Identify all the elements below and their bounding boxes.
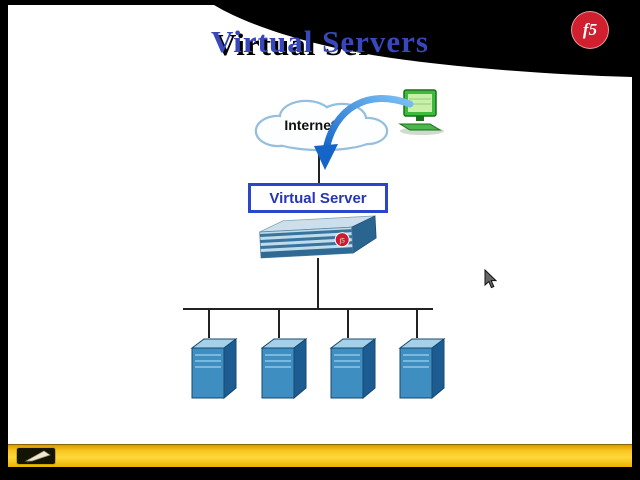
f5-logo-text: f5 — [582, 20, 598, 39]
mouse-cursor-icon — [484, 269, 498, 289]
drop-line — [416, 310, 418, 338]
server-tower — [260, 338, 308, 400]
drop-line — [278, 310, 280, 338]
virtual-server-box: Virtual Server — [248, 183, 388, 213]
virtual-server-label: Virtual Server — [269, 189, 367, 207]
connector-line — [317, 258, 319, 310]
server-tower — [190, 338, 238, 400]
page-title: Virtual Servers — [211, 24, 429, 59]
client-computer-icon — [398, 89, 444, 135]
appliance-f5-ball-text: f5 — [339, 237, 345, 245]
pencil-icon — [24, 450, 51, 463]
network-bus-line — [183, 308, 433, 310]
top-swoosh-shape — [214, 5, 632, 77]
pen-tool-button[interactable] — [16, 447, 56, 465]
drop-line — [347, 310, 349, 338]
server-tower — [329, 338, 377, 400]
f5-appliance-image: f5 — [259, 215, 377, 259]
drop-line — [208, 310, 210, 338]
connector-line — [318, 150, 320, 186]
f5-logo: f5 — [571, 11, 609, 49]
traffic-arrow-icon — [314, 95, 414, 170]
internet-label: Internet — [284, 117, 336, 133]
server-tower — [398, 338, 446, 400]
annotation-bar — [8, 444, 632, 467]
